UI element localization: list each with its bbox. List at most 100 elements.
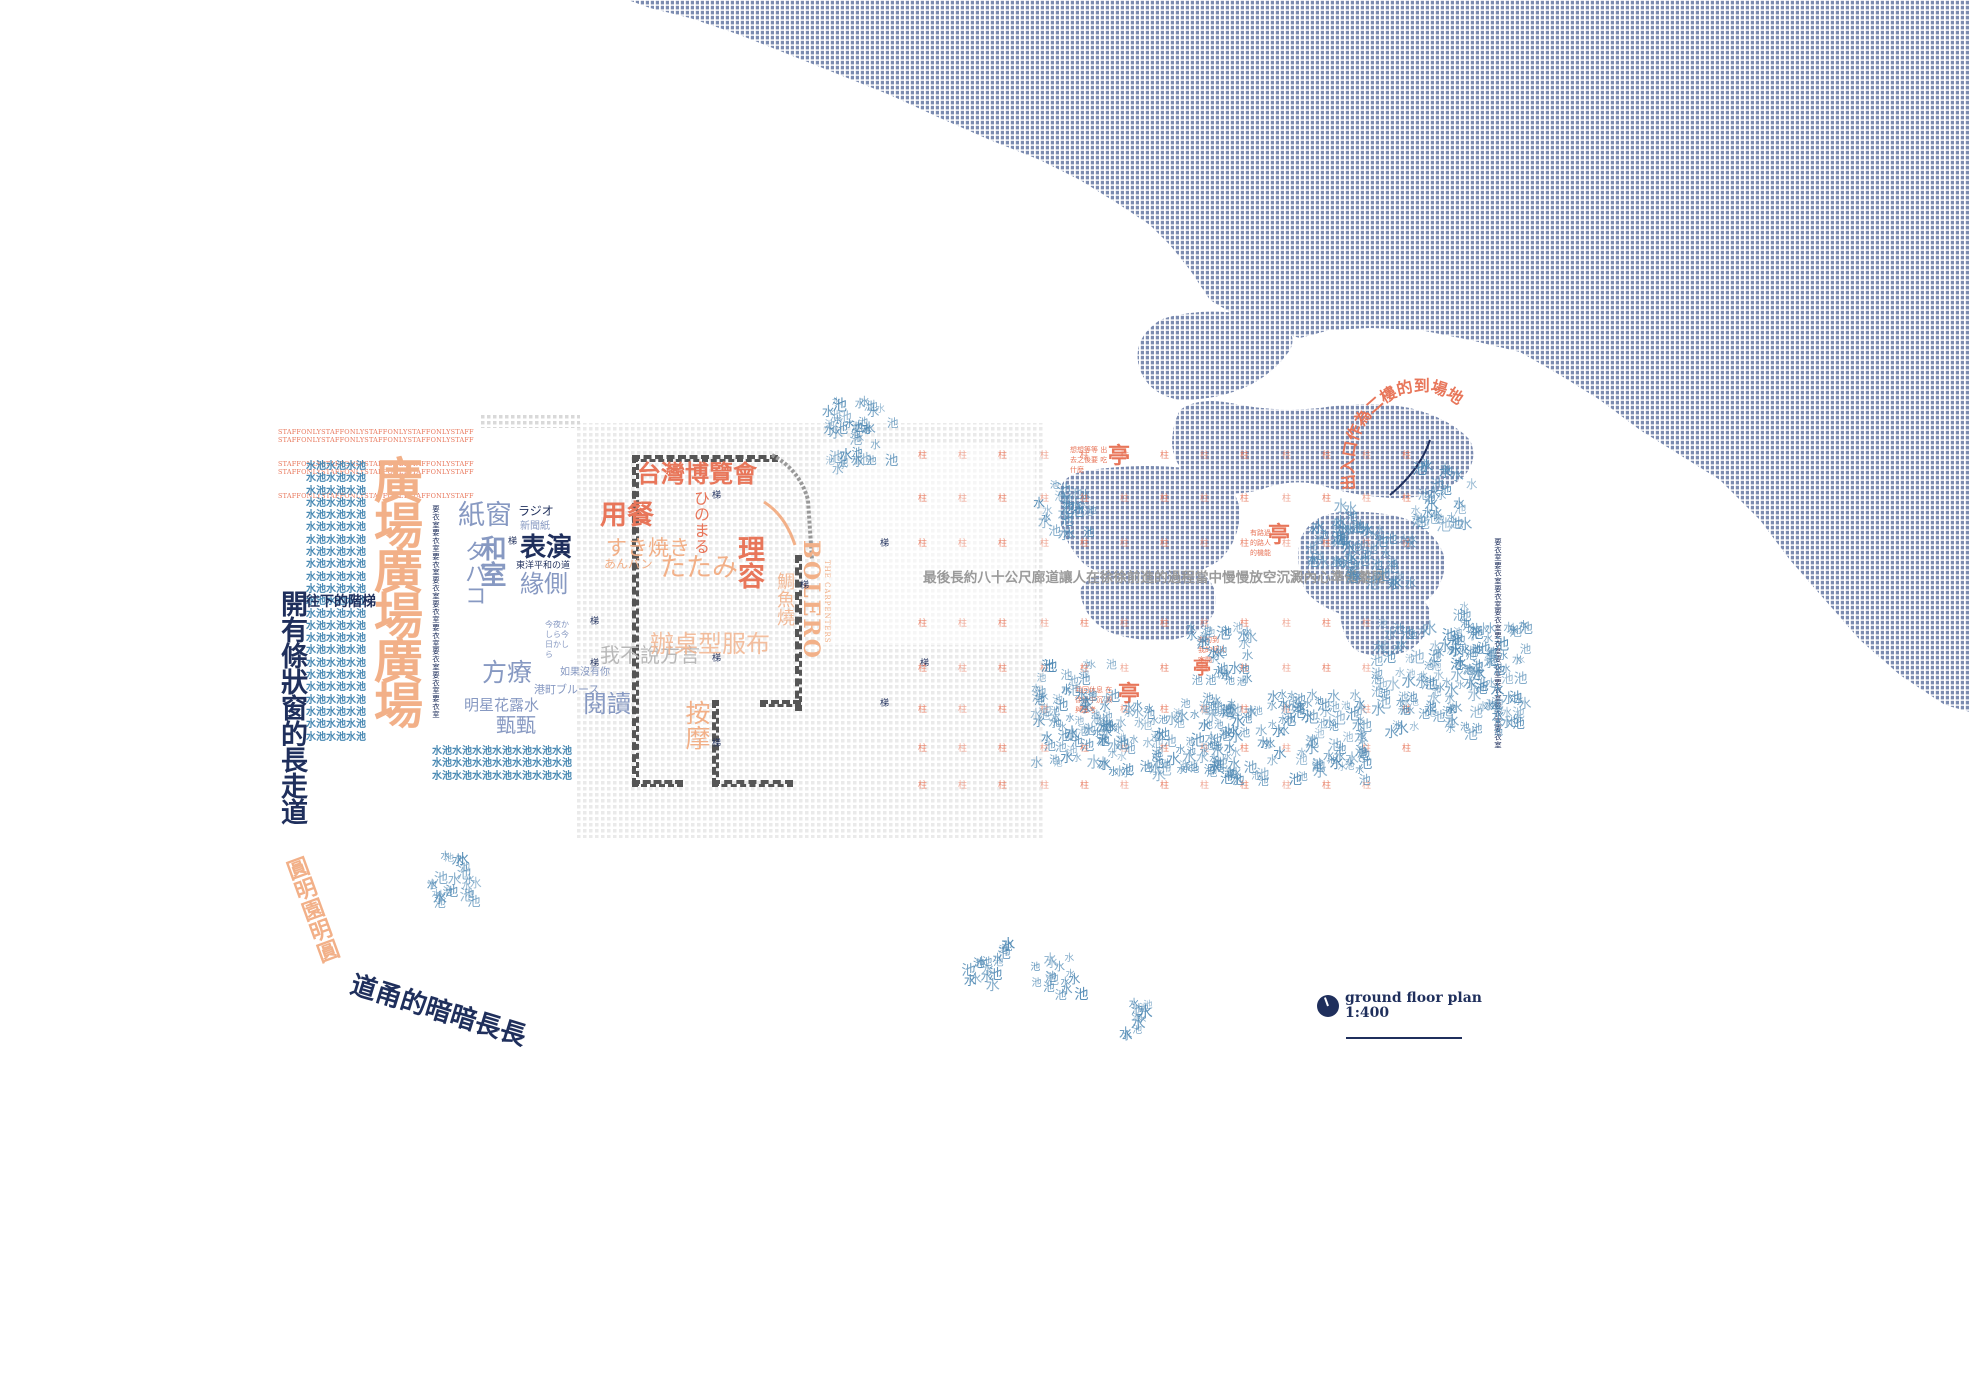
glyph-cluster-mark: 水 <box>1074 687 1089 704</box>
glyph-cluster-mark: 水 <box>1446 705 1456 717</box>
glyph-cluster-mark: 水 <box>1072 753 1082 765</box>
glyph-cluster-mark: 池 <box>1222 703 1232 715</box>
glyph-cluster-mark: 池 <box>1203 719 1213 731</box>
ladder-marker: 梯 <box>920 659 930 669</box>
glyph-cluster-mark: 池 <box>1049 753 1060 766</box>
glyph-cluster-mark: 池 <box>1357 717 1373 735</box>
glyph-cluster-mark: 池 <box>1358 756 1373 773</box>
glyph-cluster-mark: 水 <box>1284 711 1297 726</box>
glyph-cluster-mark: 水 <box>1438 639 1453 656</box>
glyph-cluster-mark: 水 <box>1045 955 1059 971</box>
glyph-cluster-mark: 水 <box>1446 634 1460 651</box>
glyph-cluster-mark: 池 <box>1139 716 1153 732</box>
pillar-marker: 柱 <box>918 494 928 504</box>
glyph-cluster-mark: 池 <box>850 420 863 435</box>
glyph-cluster-mark: 水 <box>1326 689 1341 706</box>
glyph-cluster-mark: 池 <box>1486 647 1497 659</box>
glyph-cluster-mark: 水 <box>1266 699 1278 713</box>
glyph-cluster-mark: 池 <box>1198 699 1211 714</box>
glyph-cluster-mark: 池 <box>851 429 861 441</box>
glyph-cluster-mark: 水 <box>1286 691 1297 703</box>
label-carpenters: THE CARPENTERS <box>823 560 831 644</box>
label-blues: 港町ブルース <box>534 683 600 696</box>
glyph-cluster-mark: 水 <box>1330 515 1342 530</box>
glyph-cluster-mark: 池 <box>1077 673 1091 689</box>
glyph-cluster-mark: 池 <box>1487 646 1498 658</box>
glyph-cluster-mark: 水 <box>963 973 977 989</box>
glyph-cluster-mark: 水 <box>1061 682 1072 696</box>
pillar-marker: 柱 <box>1120 619 1130 629</box>
glyph-cluster-mark: 水 <box>1418 670 1429 682</box>
glyph-cluster-mark: 水 <box>1428 656 1440 670</box>
glyph-cluster-mark: 水 <box>1079 487 1091 501</box>
glyph-cluster-mark: 池 <box>1354 743 1367 758</box>
glyph-cluster-mark: 水 <box>1226 711 1236 723</box>
glyph-cluster-mark: 池 <box>1346 509 1358 523</box>
glyph-cluster-mark: 池 <box>1151 748 1162 762</box>
ladder-marker: 梯 <box>712 654 722 664</box>
glyph-cluster-mark: 水 <box>1341 539 1357 558</box>
glyph-cluster-mark: 池 <box>1432 709 1446 725</box>
glyph-cluster-mark: 水 <box>1113 723 1124 735</box>
glyph-cluster-mark: 池 <box>1485 654 1499 670</box>
glyph-cluster-mark: 池 <box>829 408 842 423</box>
glyph-cluster-mark: 水 <box>1224 742 1235 754</box>
pool-row: 水池水池水池 <box>306 608 366 620</box>
glyph-cluster-mark: 池 <box>1453 500 1467 516</box>
glyph-cluster-mark: 池 <box>1186 746 1196 758</box>
pillar-marker: 柱 <box>1362 781 1372 791</box>
glyph-cluster-mark: 池 <box>1218 705 1230 719</box>
glyph-cluster-mark: 水 <box>1355 765 1365 776</box>
glyph-cluster-mark: 池 <box>1330 523 1344 539</box>
glyph-cluster-mark: 水 <box>1438 465 1453 481</box>
glyph-cluster-mark: 水 <box>1501 705 1513 719</box>
glyph-cluster-mark: 水 <box>1041 511 1052 524</box>
glyph-cluster-mark: 池 <box>1044 969 1057 984</box>
wall-east <box>795 555 802 711</box>
glyph-cluster-mark: 池 <box>1199 630 1211 644</box>
glyph-cluster-mark: 池 <box>1132 1012 1142 1023</box>
pillar-marker: 柱 <box>1282 494 1292 504</box>
road-label: 東洋平和の道 <box>516 561 571 571</box>
pillar-marker: 柱 <box>1240 494 1250 504</box>
glyph-cluster-mark: 池 <box>1158 714 1168 726</box>
glyph-cluster-mark: 水 <box>1181 749 1197 766</box>
glyph-cluster-mark: 水 <box>870 438 881 451</box>
glyph-cluster-mark: 水 <box>1097 719 1110 734</box>
glyph-cluster-mark: 池 <box>1040 659 1055 676</box>
glyph-cluster-mark: 池 <box>1450 657 1464 674</box>
glyph-cluster-mark: 池 <box>1076 724 1089 739</box>
glyph-cluster-mark: 水 <box>1228 661 1242 677</box>
glyph-cluster-mark: 池 <box>1203 762 1215 776</box>
glyph-cluster-mark: 池 <box>1331 709 1346 727</box>
pool-row: 水池水池水池 <box>306 534 366 546</box>
glyph-cluster-mark: 水 <box>1243 629 1258 646</box>
glyph-cluster-mark: 池 <box>1151 755 1165 771</box>
glyph-cluster-mark: 池 <box>1236 677 1247 689</box>
glyph-cluster-mark: 水 <box>1209 754 1219 765</box>
glyph-cluster-mark: 水 <box>1371 701 1386 719</box>
pool-row: 水池水池水池水池水池水池水池 <box>432 758 572 770</box>
glyph-cluster-mark: 水 <box>1450 666 1465 684</box>
glyph-cluster-mark: 水 <box>1129 734 1139 746</box>
glyph-cluster-mark: 池 <box>1355 552 1371 569</box>
glyph-cluster-mark: 水 <box>1349 688 1361 703</box>
glyph-cluster-mark: 池 <box>1096 733 1110 749</box>
glyph-cluster-mark: 池 <box>1139 760 1153 776</box>
glyph-cluster-mark: 水 <box>1218 708 1229 720</box>
glyph-cluster-mark: 水 <box>1118 1025 1133 1042</box>
glyph-cluster-mark: 池 <box>1443 716 1456 731</box>
glyph-cluster-mark: 水 <box>838 460 848 471</box>
pillar-marker: 柱 <box>1080 781 1090 791</box>
glyph-cluster-mark: 池 <box>1371 683 1384 699</box>
pool-row: 水池水池水池 <box>306 731 366 743</box>
glyph-cluster-mark: 池 <box>1223 768 1234 780</box>
glyph-cluster-mark: 水 <box>1278 715 1288 727</box>
glyph-cluster-mark: 池 <box>1052 717 1062 729</box>
glyph-cluster-mark: 水 <box>1359 523 1373 540</box>
glyph-cluster-mark: 水 <box>1410 511 1423 526</box>
glyph-cluster-mark: 水 <box>1446 512 1457 525</box>
glyph-cluster-mark: 水 <box>1444 692 1456 705</box>
glyph-cluster-mark: 池 <box>1493 704 1503 716</box>
